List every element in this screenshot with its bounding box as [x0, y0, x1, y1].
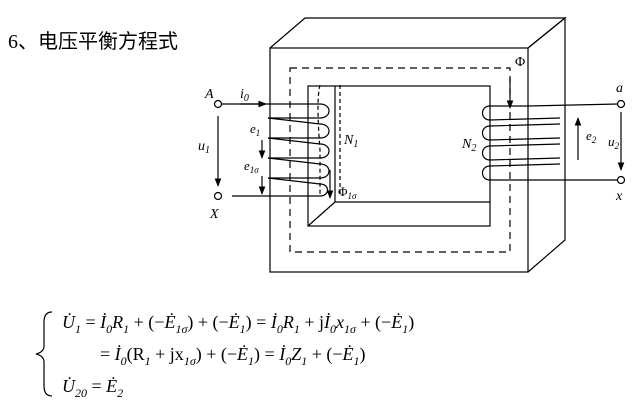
terminal-A-label: A: [204, 87, 214, 102]
terminal-X-label: X: [209, 207, 219, 222]
voltage-u2-label: u2: [608, 134, 620, 151]
terminal-X: [213, 191, 223, 201]
main-flux-path: [289, 67, 511, 253]
core-side-face: [527, 16, 566, 273]
eq-lhs: U̇: [62, 375, 76, 396]
current-i0-label: i0: [240, 87, 249, 104]
core-window: [307, 85, 491, 227]
terminal-A: [213, 99, 223, 109]
emf-e1sigma-label: e1σ: [244, 158, 259, 175]
terminal-x-label: x: [615, 189, 623, 204]
emf-e1-label: e1: [250, 121, 260, 138]
core-top-face: [269, 17, 567, 49]
primary-winding: [222, 103, 330, 197]
equation-line-3: U̇20​ = Ė2​: [62, 375, 123, 400]
section-heading: 6、电压平衡方程式: [8, 29, 178, 53]
equation-line-1: U̇1​ = İ0​R1​ + (−Ė1σ​) + (−Ė1​) = İ…: [62, 311, 414, 336]
main-flux-label: Φ: [515, 55, 525, 70]
emf-e2-label: e2: [586, 128, 597, 145]
winding-N2-label: N2: [461, 137, 476, 154]
terminal-a: [616, 99, 626, 109]
equation-brace: [35, 311, 53, 397]
eq-lhs: U̇: [62, 311, 76, 332]
core-outer-face: [269, 47, 529, 273]
terminal-a-label: a: [616, 81, 623, 96]
leakage-flux-path: [317, 84, 321, 196]
winding-N1-label: N1: [343, 133, 358, 150]
leakage-flux-label: Φ1σ: [338, 184, 357, 201]
secondary-winding: [481, 103, 619, 181]
terminal-x: [616, 175, 626, 185]
core-window-depth: [307, 201, 490, 227]
transformer-core: [269, 16, 567, 273]
voltage-u1-label: u1: [198, 139, 210, 156]
equation-line-2: = İ0​(R1​ + jx1σ​) + (−Ė1​) = İ0​Z1​ …: [100, 344, 366, 368]
